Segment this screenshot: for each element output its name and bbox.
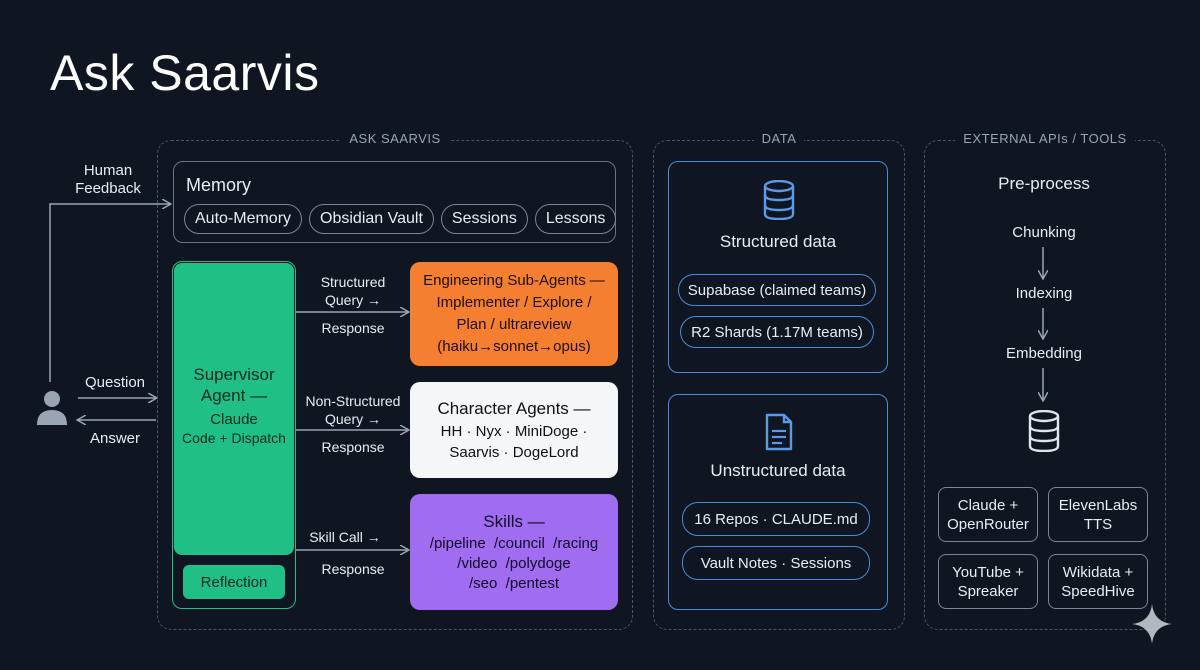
memory-title: Memory xyxy=(186,175,252,195)
ask-saarvis-panel-label: ASK SAARVIS xyxy=(341,131,449,146)
sparkle-icon xyxy=(1132,604,1172,644)
memory-box: Memory Auto-Memory Obsidian Vault Sessio… xyxy=(173,161,617,243)
user-icon xyxy=(37,391,67,425)
structured-data-box: Structured data xyxy=(668,161,888,373)
answer-label: Answer xyxy=(89,430,141,447)
document-icon xyxy=(765,413,793,451)
external-panel: EXTERNAL APIs / TOOLS xyxy=(924,131,1166,630)
external-panel-label: EXTERNAL APIs / TOOLS xyxy=(955,131,1135,146)
skill-response-label: Response xyxy=(321,561,385,577)
memory-item-auto-memory: Auto-Memory xyxy=(184,204,303,234)
memory-items: Auto-Memory Obsidian Vault Sessions Less… xyxy=(184,204,617,234)
supervisor-title: Supervisor Agent — xyxy=(193,365,275,405)
memory-item-obsidian-vault: Obsidian Vault xyxy=(309,204,434,234)
supabase-pill: Supabase (claimed teams) xyxy=(678,274,876,306)
reflection-box: Reflection xyxy=(183,565,285,599)
data-panel-label: DATA xyxy=(753,131,805,146)
r2-shards-pill: R2 Shards (1.17M teams) xyxy=(680,316,874,348)
memory-item-lessons: Lessons xyxy=(534,204,617,234)
wikidata-speedhive-box: Wikidata + SpeedHive xyxy=(1048,554,1148,609)
character-agents-box: Character Agents — HH · Nyx · MiniDoge ·… xyxy=(410,382,618,478)
question-label: Question xyxy=(84,374,146,391)
supervisor-outline xyxy=(172,261,296,609)
page-title: Ask Saarvis xyxy=(50,45,320,101)
structured-query-label: Structured Query → xyxy=(320,274,386,308)
nonstructured-response-label: Response xyxy=(321,439,385,455)
skill-call-label: Skill Call → xyxy=(309,529,381,545)
supervisor-subtitle: Claude Code + Dispatch xyxy=(182,411,286,446)
indexing-label: Indexing xyxy=(1015,285,1073,302)
supervisor-agent-box: Supervisor Agent — Claude Code + Dispatc… xyxy=(174,263,294,555)
ask-saarvis-panel: ASK SAARVIS xyxy=(157,131,633,630)
elevenlabs-tts-box: ElevenLabs TTS xyxy=(1048,487,1148,542)
preprocess-label: Pre-process xyxy=(998,174,1090,193)
embedding-label: Embedding xyxy=(1006,345,1082,362)
unstructured-data-title: Unstructured data xyxy=(710,461,846,480)
repos-pill: 16 Repos · CLAUDE.md xyxy=(682,502,870,536)
chunking-label: Chunking xyxy=(1012,224,1076,241)
database-icon xyxy=(763,180,795,220)
data-panel: DATA xyxy=(653,131,905,630)
vector-database-icon xyxy=(1028,410,1060,452)
structured-data-title: Structured data xyxy=(719,232,837,251)
unstructured-data-box: Unstructured data xyxy=(668,394,888,610)
structured-response-label: Response xyxy=(321,320,385,336)
engineering-subagents-box: Engineering Sub-Agents — Implementer / E… xyxy=(410,262,618,366)
memory-item-sessions: Sessions xyxy=(440,204,528,234)
skills-box: Skills — /pipeline /council /racing /vid… xyxy=(410,494,618,610)
youtube-spreaker-box: YouTube + Spreaker xyxy=(938,554,1038,609)
human-feedback-label: Human Feedback xyxy=(75,162,141,197)
vault-notes-pill: Vault Notes · Sessions xyxy=(682,546,870,580)
claude-openrouter-box: Claude + OpenRouter xyxy=(938,487,1038,542)
nonstructured-query-label: Non-Structured Query → xyxy=(305,393,401,427)
